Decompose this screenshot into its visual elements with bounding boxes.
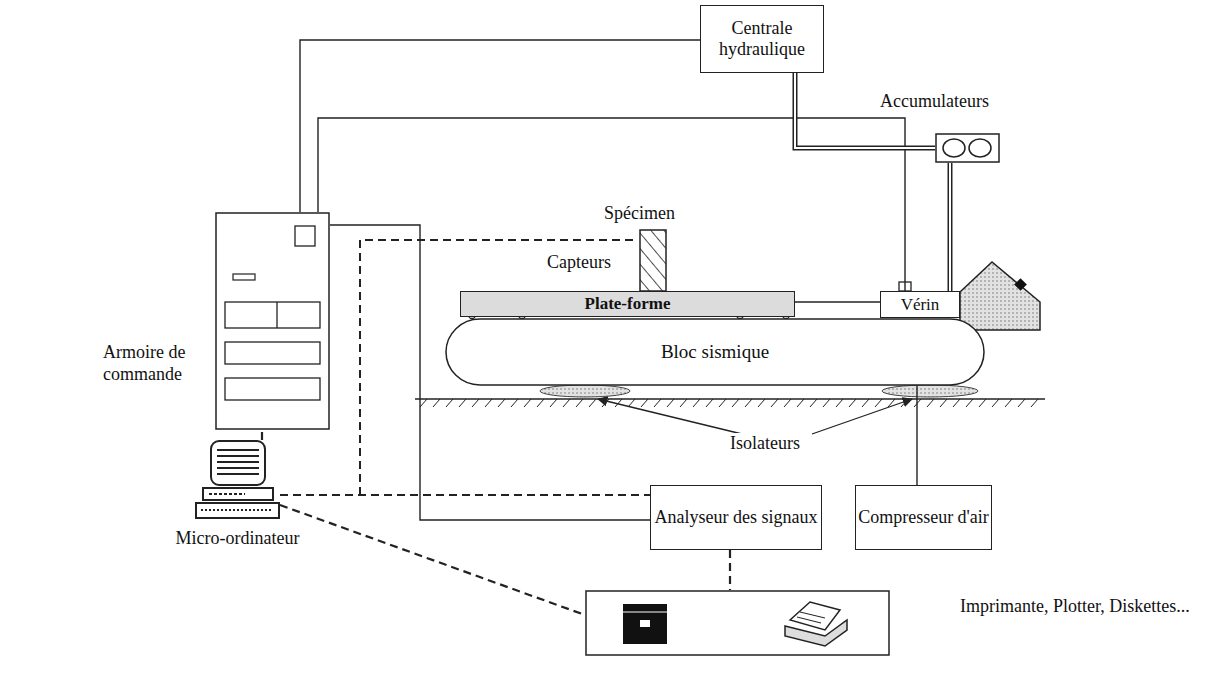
platform-box: Plate-forme: [460, 291, 795, 317]
node-label: Vérin: [901, 295, 940, 315]
ground-line: [415, 398, 1045, 399]
signal-link: [280, 505, 585, 615]
hydraulic-line: [950, 163, 951, 291]
node-caption: Armoire de commande: [103, 342, 203, 385]
process-box: Compresseur d'air: [855, 485, 992, 550]
hydraulic-line: [795, 302, 880, 303]
isolator: [882, 385, 978, 397]
leader-line: [598, 399, 742, 434]
part-label: Spécimen: [602, 203, 677, 225]
leader-line: [812, 399, 912, 434]
signal-link: [730, 550, 731, 590]
signal-link: [280, 495, 650, 496]
hydraulic-line: [917, 386, 918, 485]
node-label: Bloc sismique: [661, 341, 769, 363]
node-label: Plate-forme: [585, 294, 671, 314]
output-devices: Imprimante, Plotter, Diskettes...: [585, 590, 890, 656]
node-label: Analyseur des signaux: [655, 507, 818, 528]
hydraulic-line: [318, 118, 905, 291]
signal-link: [262, 430, 263, 440]
node-caption: Accumulateurs: [880, 91, 1010, 113]
ground-hatch: [420, 399, 1038, 407]
actuator-support: [960, 262, 1040, 330]
hydraulic-line: [300, 40, 700, 212]
seismic-block: Bloc sismique: [445, 318, 985, 386]
part-label: Isolateurs: [728, 433, 802, 455]
control-cabinet: Armoire de commande: [215, 212, 330, 430]
specimen-column: [640, 230, 666, 291]
node-caption: Imprimante, Plotter, Diskettes...: [960, 596, 1210, 618]
part-label: Capteurs: [545, 252, 613, 274]
process-box: Analyseur des signaux: [650, 485, 822, 550]
accumulator-box: Accumulateurs: [935, 133, 1000, 163]
isolator: [540, 385, 630, 397]
node-label: Compresseur d'air: [858, 507, 989, 528]
actuator-box: Vérin: [880, 291, 960, 318]
node-caption: Micro-ordinateur: [165, 528, 310, 550]
process-box: Centrale hydraulique: [700, 5, 824, 73]
computer-icon: Micro-ordinateur: [195, 440, 280, 520]
support-diamond: [1014, 278, 1027, 291]
node-label: Centrale hydraulique: [701, 18, 823, 59]
